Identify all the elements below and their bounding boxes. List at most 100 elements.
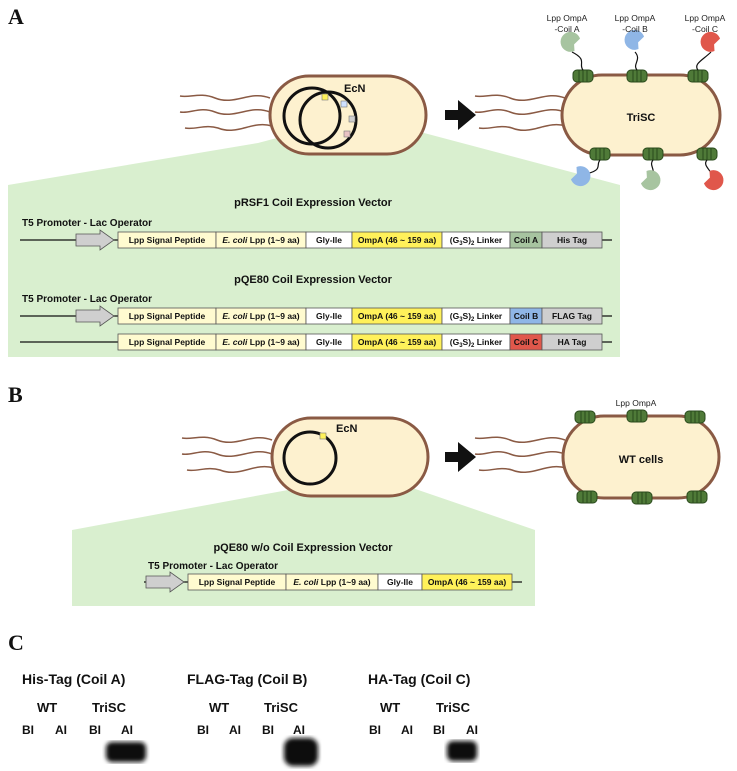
flagella-trisc: [474, 94, 567, 131]
seg-linker: (G3S)2 Linker: [450, 337, 503, 349]
construct-b: Lpp Signal Peptide E. coli Lpp (1~9 aa) …: [144, 571, 522, 593]
lane-label: BI: [369, 723, 381, 737]
surface-protein-icon: [642, 147, 664, 161]
plasmid-insert-icon: [343, 130, 351, 138]
seg-his-tag: His Tag: [557, 235, 587, 245]
seg-signal: Lpp Signal Peptide: [129, 311, 206, 321]
seg-coil-b: Coil B: [514, 311, 539, 321]
lane-label: BI: [89, 723, 101, 737]
right-arrow-icon-a: [445, 100, 476, 130]
blot-title: HA-Tag (Coil C): [368, 671, 470, 687]
lane-label: BI: [22, 723, 34, 737]
panel-a-letter: A: [8, 4, 24, 29]
coil-c-label-line2: -Coil C: [692, 24, 718, 34]
coil-a-label-line2: -Coil A: [554, 24, 579, 34]
seg-ompa: OmpA (46 ~ 159 aa): [358, 337, 437, 347]
lane-label: AI: [229, 723, 241, 737]
blot-flag: FLAG-Tag (Coil B) WT TriSC BI AI BI AI: [187, 671, 325, 771]
plasmid-insert-icon: [340, 100, 348, 108]
plasmid-insert-icon: [321, 93, 329, 101]
lpp-ompa-label: Lpp OmpA: [616, 398, 657, 408]
ecn-label-a: EcN: [344, 83, 365, 95]
plasmid-insert-icon: [348, 115, 356, 123]
wt-group-label: WT: [209, 700, 229, 715]
seg-glyile: Gly-Ile: [316, 311, 342, 321]
coil-b-label-line2: -Coil B: [622, 24, 648, 34]
surface-protein-icon: [631, 491, 653, 505]
blot-band: [447, 741, 477, 761]
surface-protein-icon: [626, 69, 648, 83]
seg-coil-c: Coil C: [514, 337, 539, 347]
coil-c-label-line1: Lpp OmpA: [685, 13, 726, 23]
ecn-label-b: EcN: [336, 423, 357, 435]
blot-title: FLAG-Tag (Coil B): [187, 671, 307, 687]
right-arrow-icon-b: [445, 442, 476, 472]
lane-label: AI: [293, 723, 305, 737]
trisc-group-label: TriSC: [92, 700, 127, 715]
coil-a-pacman-icon: [560, 31, 581, 52]
coil-b-pacman-icon: [570, 166, 591, 187]
lane-label: BI: [197, 723, 209, 737]
construct-3: Lpp Signal Peptide E. coli Lpp (1~9 aa) …: [20, 333, 612, 351]
seg-glyile: Gly-Ile: [387, 577, 413, 587]
promoter-arrow-icon: [145, 571, 185, 593]
seg-signal: Lpp Signal Peptide: [199, 577, 276, 587]
seg-ecoli: E. coli Lpp (1~9 aa): [222, 235, 299, 245]
vector1-title: pRSF1 Coil Expression Vector: [234, 197, 392, 209]
seg-ecoli: E. coli Lpp (1~9 aa): [222, 311, 299, 321]
coil-b-label-line1: Lpp OmpA: [615, 13, 656, 23]
coil-b-pacman-icon: [624, 29, 645, 50]
wt-cell-label: WT cells: [619, 454, 664, 466]
surface-protein-icon: [574, 410, 596, 424]
surface-protein-icon: [687, 69, 709, 83]
panel-b-letter: B: [8, 382, 23, 407]
lane-label: BI: [262, 723, 274, 737]
seg-ecoli: E. coli Lpp (1~9 aa): [222, 337, 299, 347]
ecn-cell-b: [270, 416, 430, 498]
wt-group-label: WT: [37, 700, 57, 715]
construct-1: Lpp Signal Peptide E. coli Lpp (1~9 aa) …: [20, 229, 612, 251]
plasmid-2-a: [298, 90, 358, 150]
wt-group-label: WT: [380, 700, 400, 715]
flagella-a: [179, 94, 273, 131]
ecn-cell-a: [268, 74, 428, 156]
vector2-title: pQE80 Coil Expression Vector: [234, 274, 392, 286]
seg-linker: (G3S)2 Linker: [450, 311, 503, 323]
promoter-label-2: T5 Promoter - Lac Operator: [22, 294, 152, 305]
trisc-group-label: TriSC: [264, 700, 299, 715]
panel-c-letter: C: [8, 630, 24, 655]
seg-ha-tag: HA Tag: [558, 337, 587, 347]
surface-protein-icon: [684, 410, 706, 424]
plasmid-insert-icon: [319, 432, 327, 440]
flagella-b: [181, 436, 275, 473]
seg-ompa: OmpA (46 ~ 159 aa): [358, 235, 437, 245]
zoom-wedge-b: [72, 470, 535, 530]
surface-protein-icon: [572, 69, 594, 83]
surface-protein-icon: [686, 490, 708, 504]
surface-protein-icon: [576, 490, 598, 504]
seg-flag-tag: FLAG Tag: [552, 311, 592, 321]
seg-ecoli: E. coli Lpp (1~9 aa): [293, 577, 370, 587]
plasmid-b: [282, 430, 338, 486]
blot-ha: HA-Tag (Coil C) WT TriSC BI AI BI AI: [366, 671, 496, 771]
trisc-group-label: TriSC: [436, 700, 471, 715]
lane-label: BI: [433, 723, 445, 737]
blot-band: [284, 738, 318, 766]
seg-signal: Lpp Signal Peptide: [129, 337, 206, 347]
coil-c-pacman-icon: [700, 31, 721, 52]
seg-glyile: Gly-Ile: [316, 337, 342, 347]
vector-panel-a: [8, 185, 620, 357]
seg-ompa: OmpA (46 ~ 159 aa): [358, 311, 437, 321]
lane-label: AI: [401, 723, 413, 737]
blot-band: [106, 742, 146, 762]
seg-linker: (G3S)2 Linker: [450, 235, 503, 247]
coil-c-pacman-icon: [703, 170, 724, 191]
lane-label: AI: [466, 723, 478, 737]
construct-2: Lpp Signal Peptide E. coli Lpp (1~9 aa) …: [20, 305, 612, 327]
promoter-arrow-icon: [75, 229, 115, 251]
flagella-wt: [474, 436, 567, 473]
blot-title: His-Tag (Coil A): [22, 671, 125, 687]
seg-coil-a: Coil A: [514, 235, 538, 245]
blot-his: His-Tag (Coil A) WT TriSC BI AI BI AI: [22, 671, 150, 771]
